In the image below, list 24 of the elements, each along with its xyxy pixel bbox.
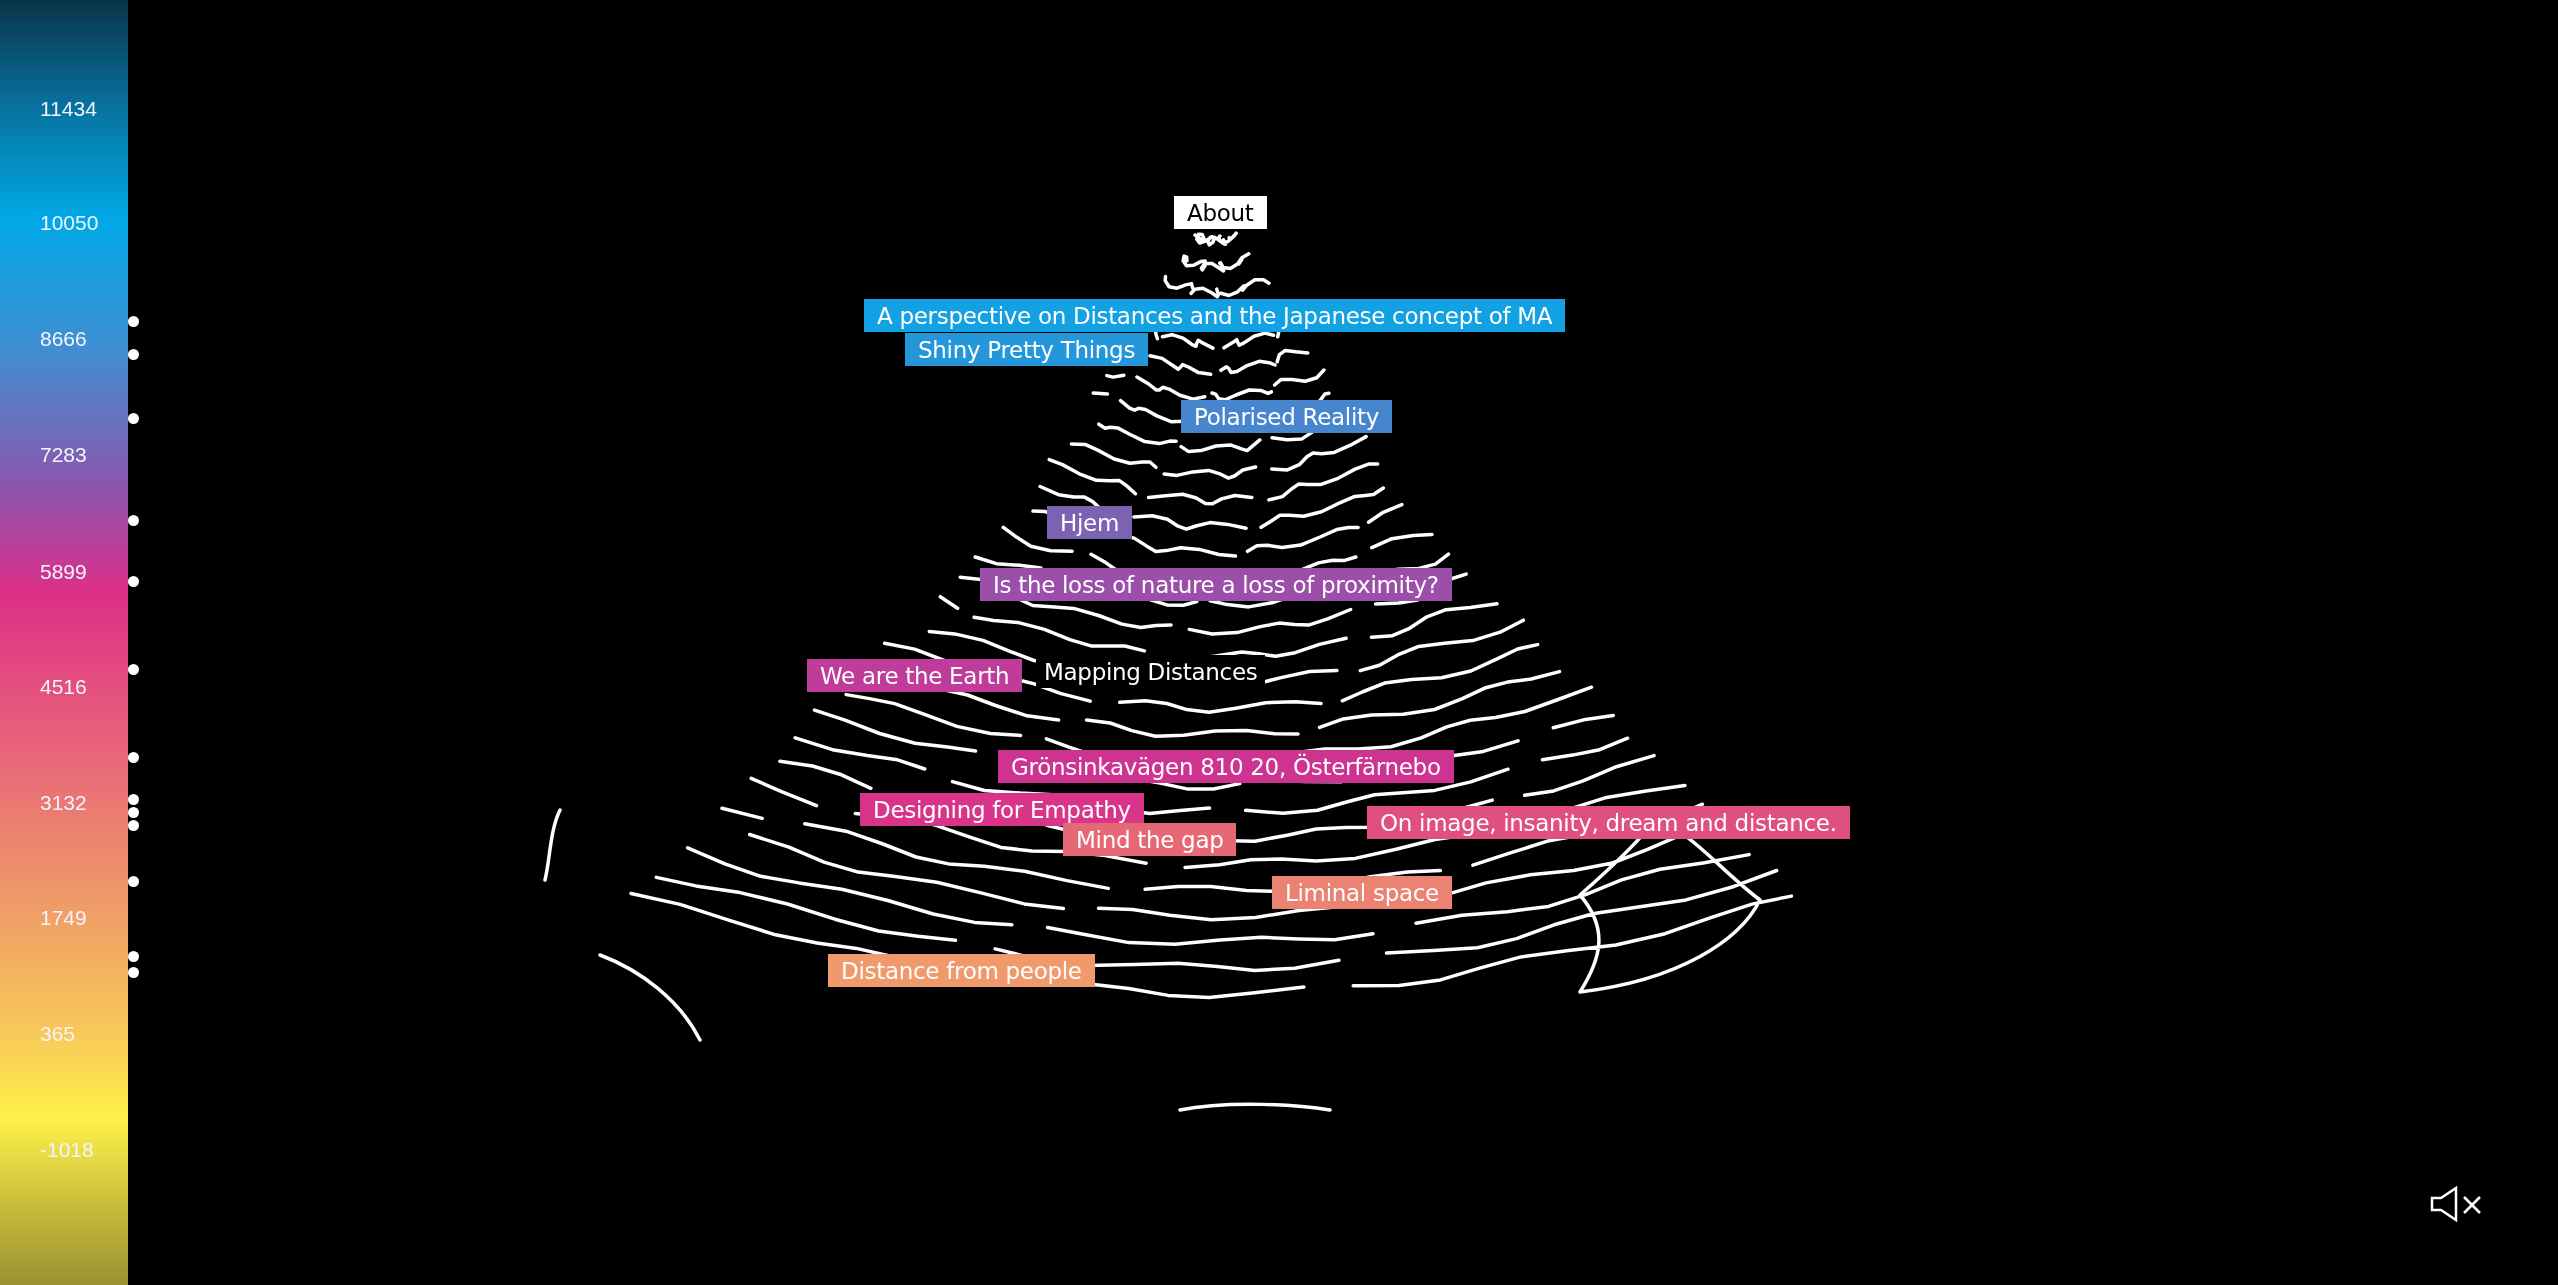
topic-tag: Designing for Empathy xyxy=(860,793,1144,826)
scale-value: 8666 xyxy=(40,327,87,351)
topic-tag: About xyxy=(1174,196,1267,229)
scale-value: 10050 xyxy=(40,211,99,235)
topic-tag: Is the loss of nature a loss of proximity? xyxy=(980,568,1452,601)
scale-value: 11434 xyxy=(40,97,97,121)
scale-value: 5899 xyxy=(40,560,87,584)
scale-value: 365 xyxy=(40,1022,76,1046)
topic-tag: Shiny Pretty Things xyxy=(905,333,1149,366)
topic-tag: Liminal space xyxy=(1272,876,1452,909)
scale-value: 1749 xyxy=(40,906,87,930)
topic-tag: A perspective on Distances and the Japanese concept of MA xyxy=(864,299,1566,332)
topic-tag: Grönsinkavägen 810 20, Österfärnebo xyxy=(998,750,1454,783)
map-title: Mapping Distances xyxy=(1036,655,1266,688)
scale-value: -1018 xyxy=(40,1138,94,1162)
topic-tag: Mind the gap xyxy=(1063,823,1237,856)
topic-tag: Distance from people xyxy=(828,954,1095,987)
scale-value: 4516 xyxy=(40,675,87,699)
topic-tag: Polarised Reality xyxy=(1181,400,1392,433)
topic-tag: We are the Earth xyxy=(807,659,1023,692)
scale-value: 3132 xyxy=(40,791,87,815)
topic-tag: Hjem xyxy=(1047,506,1133,539)
topic-tag: On image, insanity, dream and distance. xyxy=(1367,806,1850,839)
scale-value: 7283 xyxy=(40,443,87,467)
